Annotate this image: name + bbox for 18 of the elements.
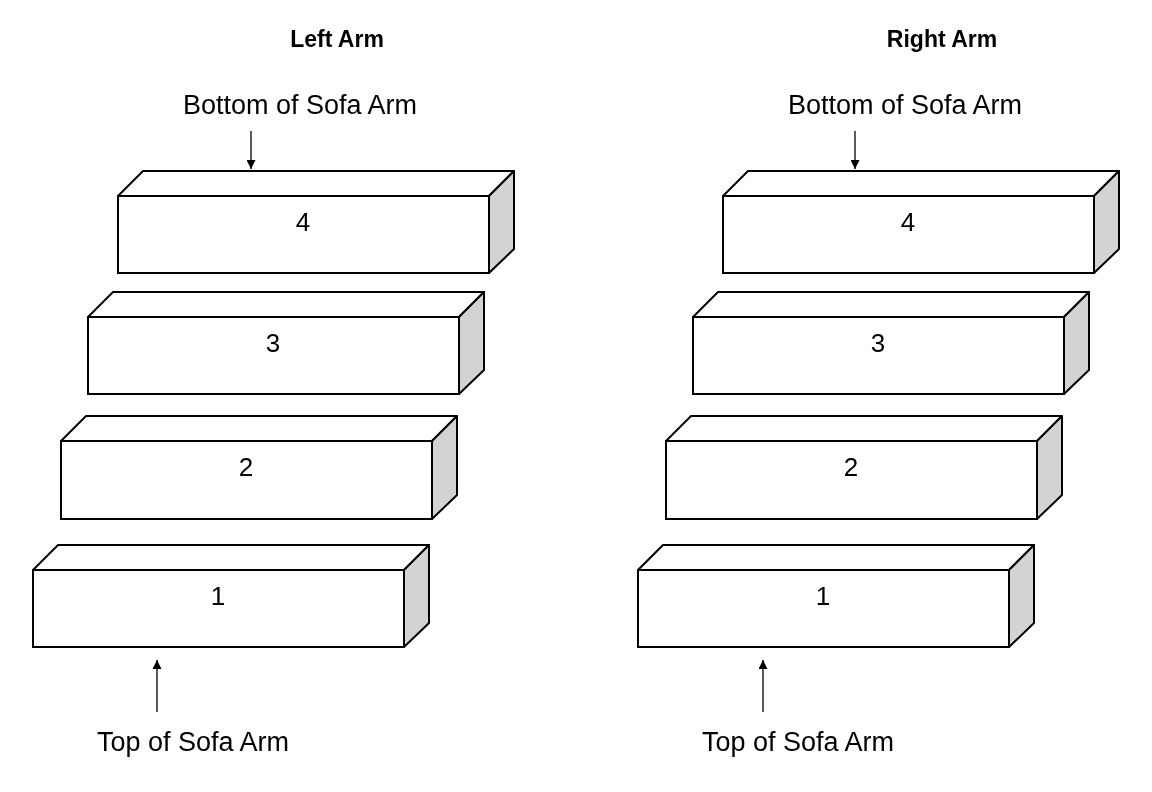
column-heading: Right Arm [886,26,998,53]
block-number: 4 [900,208,916,238]
column-heading: Left Arm [290,26,384,53]
annotation-text: Top of Sofa Arm [701,727,895,759]
block-number: 1 [210,582,226,612]
annotation-text: Bottom of Sofa Arm [787,90,1023,122]
block-number: 3 [265,329,281,359]
block-number: 2 [843,453,859,483]
block-number: 4 [295,208,311,238]
leader-arrow [246,130,256,170]
annotation-text: Bottom of Sofa Arm [182,90,418,122]
block-number: 1 [815,582,831,612]
block-number: 3 [870,329,886,359]
leader-arrow [152,659,162,713]
annotation-text: Top of Sofa Arm [96,727,290,759]
leader-arrow [850,130,860,170]
leader-arrow [758,659,768,713]
block-number: 2 [238,453,254,483]
